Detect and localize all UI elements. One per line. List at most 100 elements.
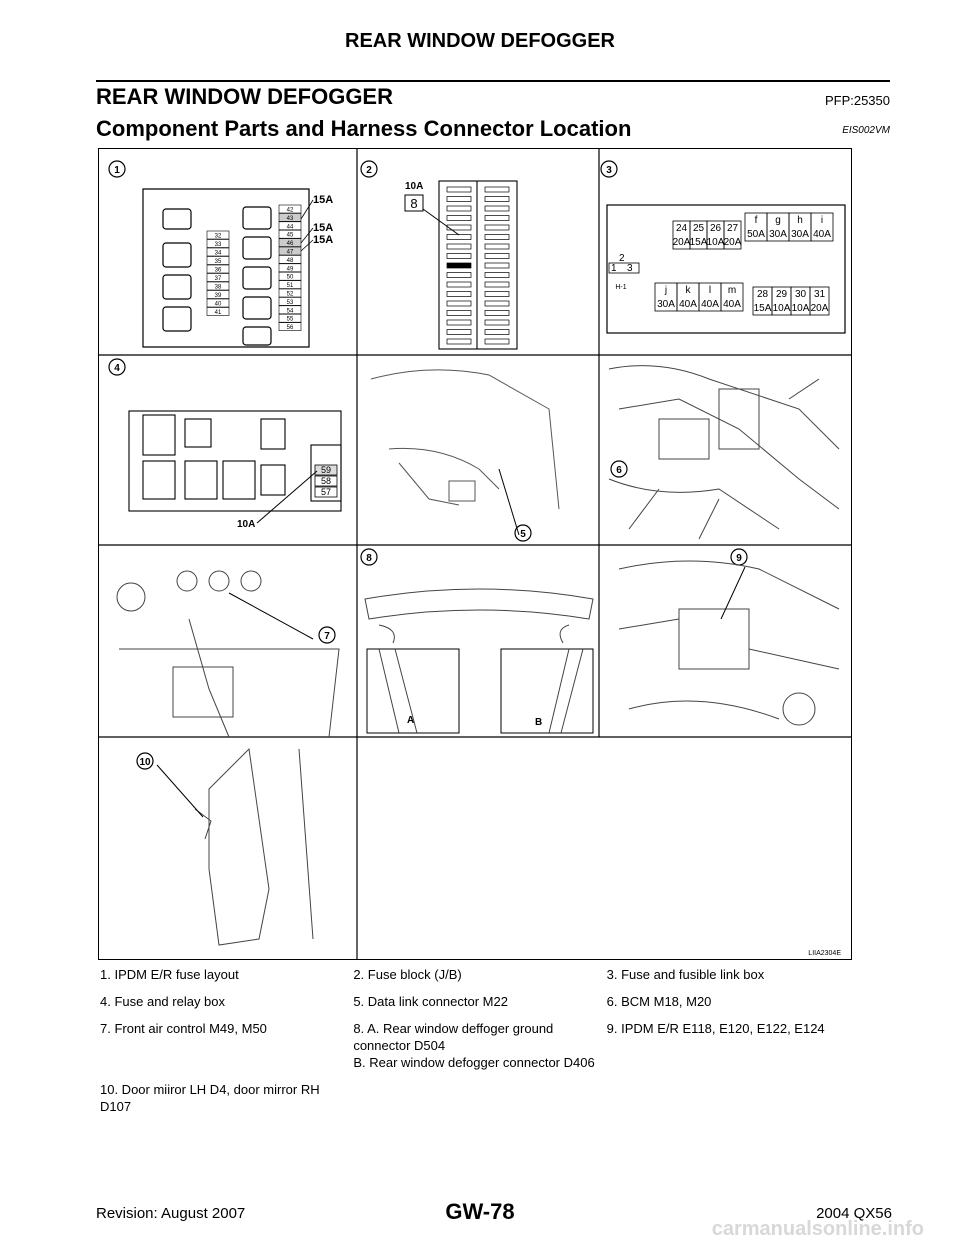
fuse-number: k xyxy=(686,285,692,296)
p2-rating-text: 10A xyxy=(405,181,423,192)
fuse-slot-label: 43 xyxy=(287,216,294,222)
fuse-rating-label: 15A xyxy=(313,222,333,234)
fuse-slot xyxy=(446,300,472,307)
fuse-number: 58 xyxy=(321,476,331,486)
legend-row: 7. Front air control M49, M50 8. A. Rear … xyxy=(100,1020,860,1071)
legend-item: 3. Fuse and fusible link box xyxy=(606,967,765,982)
fuse-slot xyxy=(484,186,510,193)
ipdm-fuse-box xyxy=(142,188,310,348)
fuse-slot xyxy=(446,234,472,240)
fuse-slot xyxy=(446,196,472,202)
fuse-rating: 10A xyxy=(792,303,810,314)
legend-item: 5. Data link connector M22 xyxy=(353,994,508,1009)
fuse-rating: 30A xyxy=(657,299,675,310)
panel-badge-4 xyxy=(108,358,126,376)
pedal-area-sketch xyxy=(370,369,560,536)
fuse-rating-label: 15A xyxy=(313,234,333,246)
fusible-link-box xyxy=(606,204,846,334)
panel-badge-10 xyxy=(136,752,154,770)
ipdm-location-sketch xyxy=(618,560,840,726)
fuse-rating: 30A xyxy=(769,229,787,240)
fuse-rating: 50A xyxy=(747,229,765,240)
detail-b-label: B xyxy=(535,717,542,728)
fuse-slot xyxy=(446,272,472,278)
panel-number: 5 xyxy=(520,529,526,540)
fuse-rating: 10A xyxy=(773,303,791,314)
fuse-slot xyxy=(446,253,472,259)
fuse-number: j xyxy=(664,285,667,296)
fuse-slot-label: 44 xyxy=(287,224,294,230)
fuse-slot xyxy=(446,186,472,193)
fuse-slot xyxy=(484,338,510,345)
panel-number: 2 xyxy=(366,165,372,176)
panel-badge-6 xyxy=(610,460,628,478)
panel-number: 10 xyxy=(139,757,151,768)
fuse-slot xyxy=(446,291,472,297)
watermark: carmanualsonline.info xyxy=(711,1218,924,1240)
panel-number: 9 xyxy=(736,553,742,564)
fuse-slot xyxy=(484,234,510,240)
fuse-slot xyxy=(446,338,472,345)
p4-rating-text: 10A xyxy=(237,519,255,530)
relay-number: 3 xyxy=(627,263,633,274)
legend-item: 9. IPDM E/R E118, E120, E122, E124 xyxy=(606,1021,825,1036)
legend-item: 2. Fuse block (J/B) xyxy=(353,967,462,982)
legend-item: 4. Fuse and relay box xyxy=(100,994,226,1009)
fuse-slot-label: 54 xyxy=(287,308,294,314)
footer-model: 2004 QX56 xyxy=(816,1205,892,1222)
fuse-number: m xyxy=(728,285,736,296)
fuse-slot-label: 39 xyxy=(215,293,222,299)
subsection-code: EIS002VM xyxy=(842,125,890,136)
fuse-slot xyxy=(484,319,510,326)
fuse-slot xyxy=(484,262,510,269)
fuse-slot xyxy=(484,205,510,212)
fuse-slot xyxy=(446,205,472,212)
fuse-slot xyxy=(446,243,472,250)
fuse-rating: 10A xyxy=(707,237,725,248)
rear-hatch-sketch xyxy=(364,588,594,734)
fuse-slot-label: 36 xyxy=(215,268,222,274)
fuse-slot-label: 45 xyxy=(287,233,294,239)
fuse-slot-label: 47 xyxy=(287,250,294,256)
fuse-slot-label: 48 xyxy=(287,258,294,264)
panel-number: 4 xyxy=(114,363,120,374)
fuse-slot-label: 56 xyxy=(287,325,294,331)
panel-number: 3 xyxy=(606,165,612,176)
fuse-number: 59 xyxy=(321,465,331,475)
panel-badge-5 xyxy=(514,524,532,542)
fuse-slot-label: 50 xyxy=(287,275,294,281)
fuse-slot-label: 42 xyxy=(287,208,294,214)
panel-number: 8 xyxy=(366,553,372,564)
fuse-number: 25 xyxy=(693,223,705,234)
fuse-number: f xyxy=(755,215,758,226)
fuse-slot-label: 53 xyxy=(287,300,294,306)
fuse-slot-label: 40 xyxy=(215,302,222,308)
fuse-number: 29 xyxy=(776,289,788,300)
section-title: REAR WINDOW DEFOGGER xyxy=(96,84,393,109)
legend-item: 8. A. Rear window deffoger ground connec… xyxy=(353,1021,595,1070)
panel-number: 6 xyxy=(616,465,622,476)
fuse-rating: 15A xyxy=(690,237,708,248)
panel-badge-2 xyxy=(360,160,378,178)
footer-page-number: GW-78 xyxy=(445,1199,515,1224)
fuse-slot-label: 52 xyxy=(287,292,294,298)
fuse-number: g xyxy=(775,215,781,226)
footer-revision: Revision: August 2007 xyxy=(96,1205,246,1222)
air-control-sketch xyxy=(116,570,340,738)
fuse-rating-label: 15A xyxy=(313,194,333,206)
legend-item: 7. Front air control M49, M50 xyxy=(100,1021,267,1036)
door-mirror-sketch xyxy=(156,747,314,946)
fuse-slot-label: 46 xyxy=(287,241,294,247)
fuse-number: l xyxy=(709,285,711,296)
running-title: REAR WINDOW DEFOGGER xyxy=(345,30,615,52)
fuse-block xyxy=(438,180,518,350)
panel-badge-7 xyxy=(318,626,336,644)
fuse-slot xyxy=(484,196,510,202)
fuse-slot-label: 41 xyxy=(215,310,222,316)
bcm-location-sketch xyxy=(608,365,840,540)
fuse-rating: 30A xyxy=(791,229,809,240)
fuse-slot xyxy=(484,329,510,335)
